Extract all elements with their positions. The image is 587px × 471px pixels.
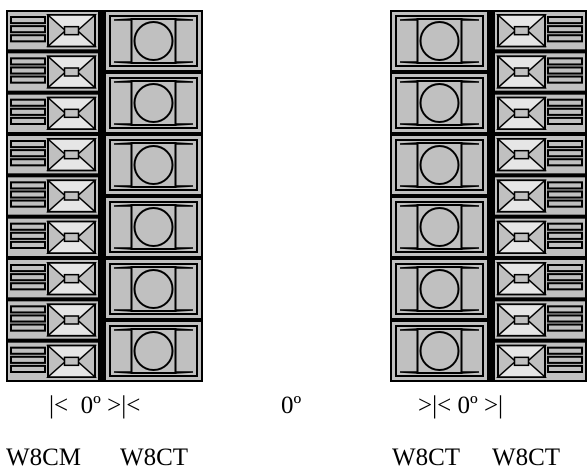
left-speaker-array xyxy=(6,10,203,382)
top-cabinet xyxy=(104,320,203,382)
right-angle-label: >|< 0º >| xyxy=(418,392,504,419)
left-w8cm-column xyxy=(6,10,100,382)
mid-cabinet xyxy=(6,175,100,217)
top-cabinet xyxy=(104,258,203,320)
center-angle-label: 0º xyxy=(281,392,302,419)
top-cabinet xyxy=(390,320,489,382)
right-model-label-1: W8CT xyxy=(392,444,461,471)
w8ct-mid-cabinet-stack xyxy=(493,10,587,382)
mid-cabinet xyxy=(6,340,100,382)
mid-cabinet xyxy=(6,51,100,93)
left-model-label-2: W8CT xyxy=(120,444,189,471)
mid-cabinet xyxy=(6,134,100,176)
mid-cabinet xyxy=(493,258,587,300)
right-speaker-array xyxy=(390,10,587,382)
left-angle-label: |< 0º >|< xyxy=(49,392,141,419)
right-model-label-2: W8CT xyxy=(492,444,561,471)
top-cabinet xyxy=(390,72,489,134)
mid-cabinet xyxy=(6,216,100,259)
mid-cabinet xyxy=(6,10,100,52)
w8ct-cabinet-stack xyxy=(104,10,203,382)
mid-cabinet xyxy=(6,258,100,300)
top-cabinet xyxy=(390,258,489,320)
mid-cabinet xyxy=(493,299,587,341)
top-cabinet xyxy=(104,72,203,134)
top-cabinet xyxy=(104,196,203,258)
mid-cabinet xyxy=(6,299,100,341)
top-cabinet xyxy=(390,10,489,72)
top-cabinet xyxy=(390,196,489,258)
mid-cabinet xyxy=(493,134,587,176)
mid-cabinet xyxy=(493,216,587,259)
top-cabinet xyxy=(104,10,203,72)
right-w8ct-mid-column xyxy=(493,10,587,382)
mid-cabinet xyxy=(493,51,587,93)
mid-cabinet xyxy=(493,92,587,134)
w8ct-cabinet-stack xyxy=(390,10,489,382)
left-model-label-1: W8CM xyxy=(6,444,81,471)
mid-cabinet xyxy=(493,340,587,382)
top-cabinet xyxy=(104,134,203,196)
right-w8ct-column xyxy=(390,10,489,382)
top-cabinet xyxy=(390,134,489,196)
mid-cabinet xyxy=(6,92,100,134)
left-w8ct-column xyxy=(104,10,203,382)
mid-cabinet xyxy=(493,175,587,217)
mid-cabinet xyxy=(493,10,587,52)
w8cm-cabinet-stack xyxy=(6,10,100,382)
